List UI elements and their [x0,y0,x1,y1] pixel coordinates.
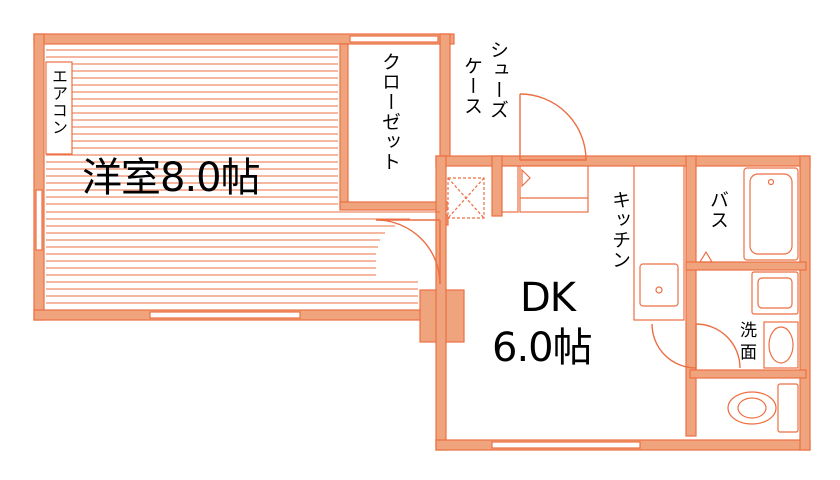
aircon-label: エアコン [49,68,68,136]
ps-shaft-icon [447,177,485,219]
bath-label: バス [707,190,729,230]
dk-label-line2: 6.0帖 [492,325,593,371]
flooring-lines [46,49,440,304]
washbasin-label-1: 洗 [740,321,757,341]
shoe-case [501,165,589,213]
toilet-icon [727,383,799,433]
aircon-box [45,61,73,155]
western-room-label: 洋室8.0帖 [82,155,261,201]
washbasin-icon [751,271,799,369]
washbasin-label-2: 面 [740,343,757,363]
closet-label: クローゼット [379,52,401,172]
kitchen-counter [633,165,685,321]
dk-label-line1: DK [520,275,576,321]
door-swing-icon [375,93,741,370]
kitchen-label: キッチン [609,190,631,270]
shoe-case-label-2: ケース [461,56,483,116]
window-icon [35,35,641,449]
walls [33,33,811,451]
sink-icon [639,263,679,307]
shoe-case-label-1: シューズ [487,40,509,120]
bathtub-icon [698,167,799,263]
